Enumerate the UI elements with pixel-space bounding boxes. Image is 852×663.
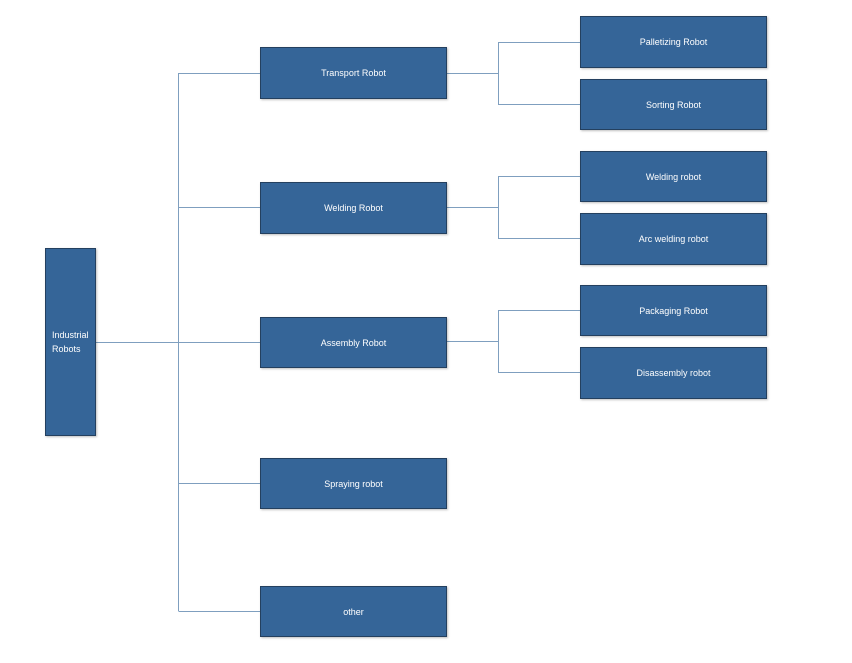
node-label: other (343, 606, 364, 617)
node-sorting-robot[interactable]: Sorting Robot (580, 79, 767, 130)
node-label: Assembly Robot (320, 337, 387, 348)
node-label: Industrial Robots (52, 330, 89, 354)
node-label: Welding robot (645, 171, 702, 182)
node-packaging-robot[interactable]: Packaging Robot (580, 285, 767, 336)
node-welding-robot[interactable]: Welding Robot (260, 182, 447, 234)
node-assembly-robot[interactable]: Assembly Robot (260, 317, 447, 368)
node-label: Packaging Robot (639, 305, 708, 316)
node-industrial-robots[interactable]: Industrial Robots (45, 248, 96, 436)
node-spraying-robot[interactable]: Spraying robot (260, 458, 447, 509)
node-label: Palletizing Robot (639, 37, 708, 47)
node-welding-robot-child[interactable]: Welding robot (580, 151, 767, 202)
node-disassembly-robot[interactable]: Disassembly robot (580, 347, 767, 399)
node-label: Welding Robot (324, 203, 383, 213)
node-label: Arc welding robot (638, 234, 709, 244)
node-label: Sorting Robot (645, 99, 702, 110)
node-transport-robot[interactable]: Transport Robot (260, 47, 447, 99)
node-palletizing-robot[interactable]: Palletizing Robot (580, 16, 767, 68)
node-arc-welding-robot[interactable]: Arc welding robot (580, 213, 767, 265)
node-other[interactable]: other (260, 586, 447, 637)
node-label: Transport Robot (321, 68, 386, 78)
node-label: Spraying robot (324, 478, 383, 489)
node-label: Disassembly robot (636, 368, 711, 378)
